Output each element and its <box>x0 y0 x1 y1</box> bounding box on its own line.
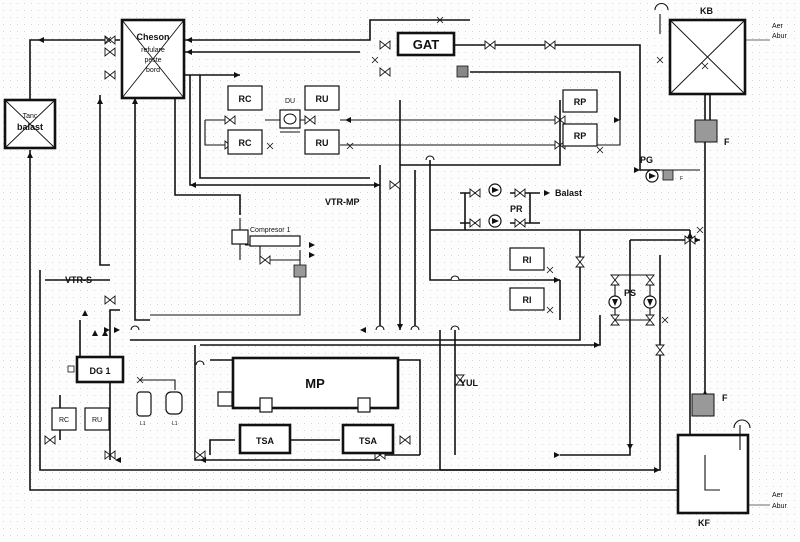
tanc-balast: Tanc balast <box>3 98 57 150</box>
gat-unit: GAT <box>396 31 469 78</box>
svg-text:RU: RU <box>316 138 329 148</box>
svg-text:KF: KF <box>698 518 710 528</box>
svg-text:F: F <box>722 393 728 403</box>
svg-text:Compresor 1: Compresor 1 <box>250 227 291 234</box>
svg-text:PR: PR <box>510 204 523 214</box>
svg-text:PS: PS <box>624 288 636 298</box>
vtr-mp-label: VTR-MP <box>325 197 360 207</box>
tsa-left: TSA <box>238 423 292 455</box>
svg-text:RP: RP <box>574 97 587 107</box>
svg-text:RU: RU <box>316 94 329 104</box>
rc-bottom: RC <box>227 129 263 155</box>
svg-text:F: F <box>680 176 683 182</box>
svg-text:RI: RI <box>523 255 532 265</box>
svg-text:PG: PG <box>640 155 653 165</box>
svg-text:RC: RC <box>59 417 69 424</box>
svg-text:refulare: refulare <box>141 47 165 54</box>
svg-text:Abur: Abur <box>772 33 787 40</box>
svg-text:peste: peste <box>144 57 161 64</box>
rc-top: RC <box>227 85 263 111</box>
dg1: DG 1 <box>67 355 125 384</box>
svg-text:Tanc: Tanc <box>23 113 38 120</box>
svg-text:RU: RU <box>92 417 102 424</box>
svg-text:YUL: YUL <box>460 378 479 388</box>
yul-label: YUL <box>460 378 479 388</box>
svg-text:VTR-MP: VTR-MP <box>325 197 360 207</box>
filter-bottom: F <box>691 393 728 417</box>
lubricator-left: L1 <box>136 391 152 427</box>
mp-main-engine: MP <box>217 356 400 413</box>
ri-bottom: RI <box>509 287 545 311</box>
ru-dg: RU <box>84 407 110 431</box>
pg-pump: PG F <box>640 155 683 183</box>
svg-text:RI: RI <box>523 295 532 305</box>
tsa-right: TSA <box>341 423 395 455</box>
svg-text:F: F <box>724 137 730 147</box>
ru-bottom: RU <box>304 129 340 155</box>
svg-text:KB: KB <box>700 6 713 16</box>
svg-text:Aer: Aer <box>772 23 784 30</box>
svg-text:TSA: TSA <box>359 436 378 446</box>
ps-pumps: PS <box>608 288 657 309</box>
svg-text:RC: RC <box>239 138 252 148</box>
compressor-1: Compresor 1 <box>231 227 307 278</box>
svg-text:Balast: Balast <box>555 188 582 198</box>
svg-text:GAT: GAT <box>413 37 440 52</box>
svg-text:RC: RC <box>239 94 252 104</box>
vtr-s-label: VTR-S <box>65 275 92 285</box>
rp-top: RP <box>562 89 598 113</box>
svg-text:DG 1: DG 1 <box>89 366 110 376</box>
svg-text:Cheson: Cheson <box>136 32 169 42</box>
svg-text:bord: bord <box>146 67 160 74</box>
svg-text:TSA: TSA <box>256 436 275 446</box>
svg-text:DU: DU <box>285 98 295 105</box>
svg-text:VTR-S: VTR-S <box>65 275 92 285</box>
svg-text:L1: L1 <box>172 421 178 427</box>
svg-text:Aer: Aer <box>772 492 784 499</box>
lubricator-right: L1 <box>165 391 183 427</box>
rp-bottom: RP <box>562 123 598 147</box>
rc-dg: RC <box>51 407 77 431</box>
ri-top: RI <box>509 247 545 271</box>
du-unit: DU <box>279 98 301 129</box>
kb-boiler: KB Aer Abur <box>654 2 787 96</box>
svg-text:RP: RP <box>574 131 587 141</box>
svg-text:L1: L1 <box>140 421 146 427</box>
svg-text:balast: balast <box>17 122 43 132</box>
kf-boiler: KF Aer Abur <box>676 419 787 528</box>
pr-pumps: PR Balast <box>488 183 582 228</box>
ru-top: RU <box>304 85 340 111</box>
svg-text:MP: MP <box>305 376 325 391</box>
svg-text:Abur: Abur <box>772 503 787 510</box>
cheson-refulare: Cheson refulare peste bord <box>120 18 186 100</box>
filter-top: F <box>694 119 730 147</box>
